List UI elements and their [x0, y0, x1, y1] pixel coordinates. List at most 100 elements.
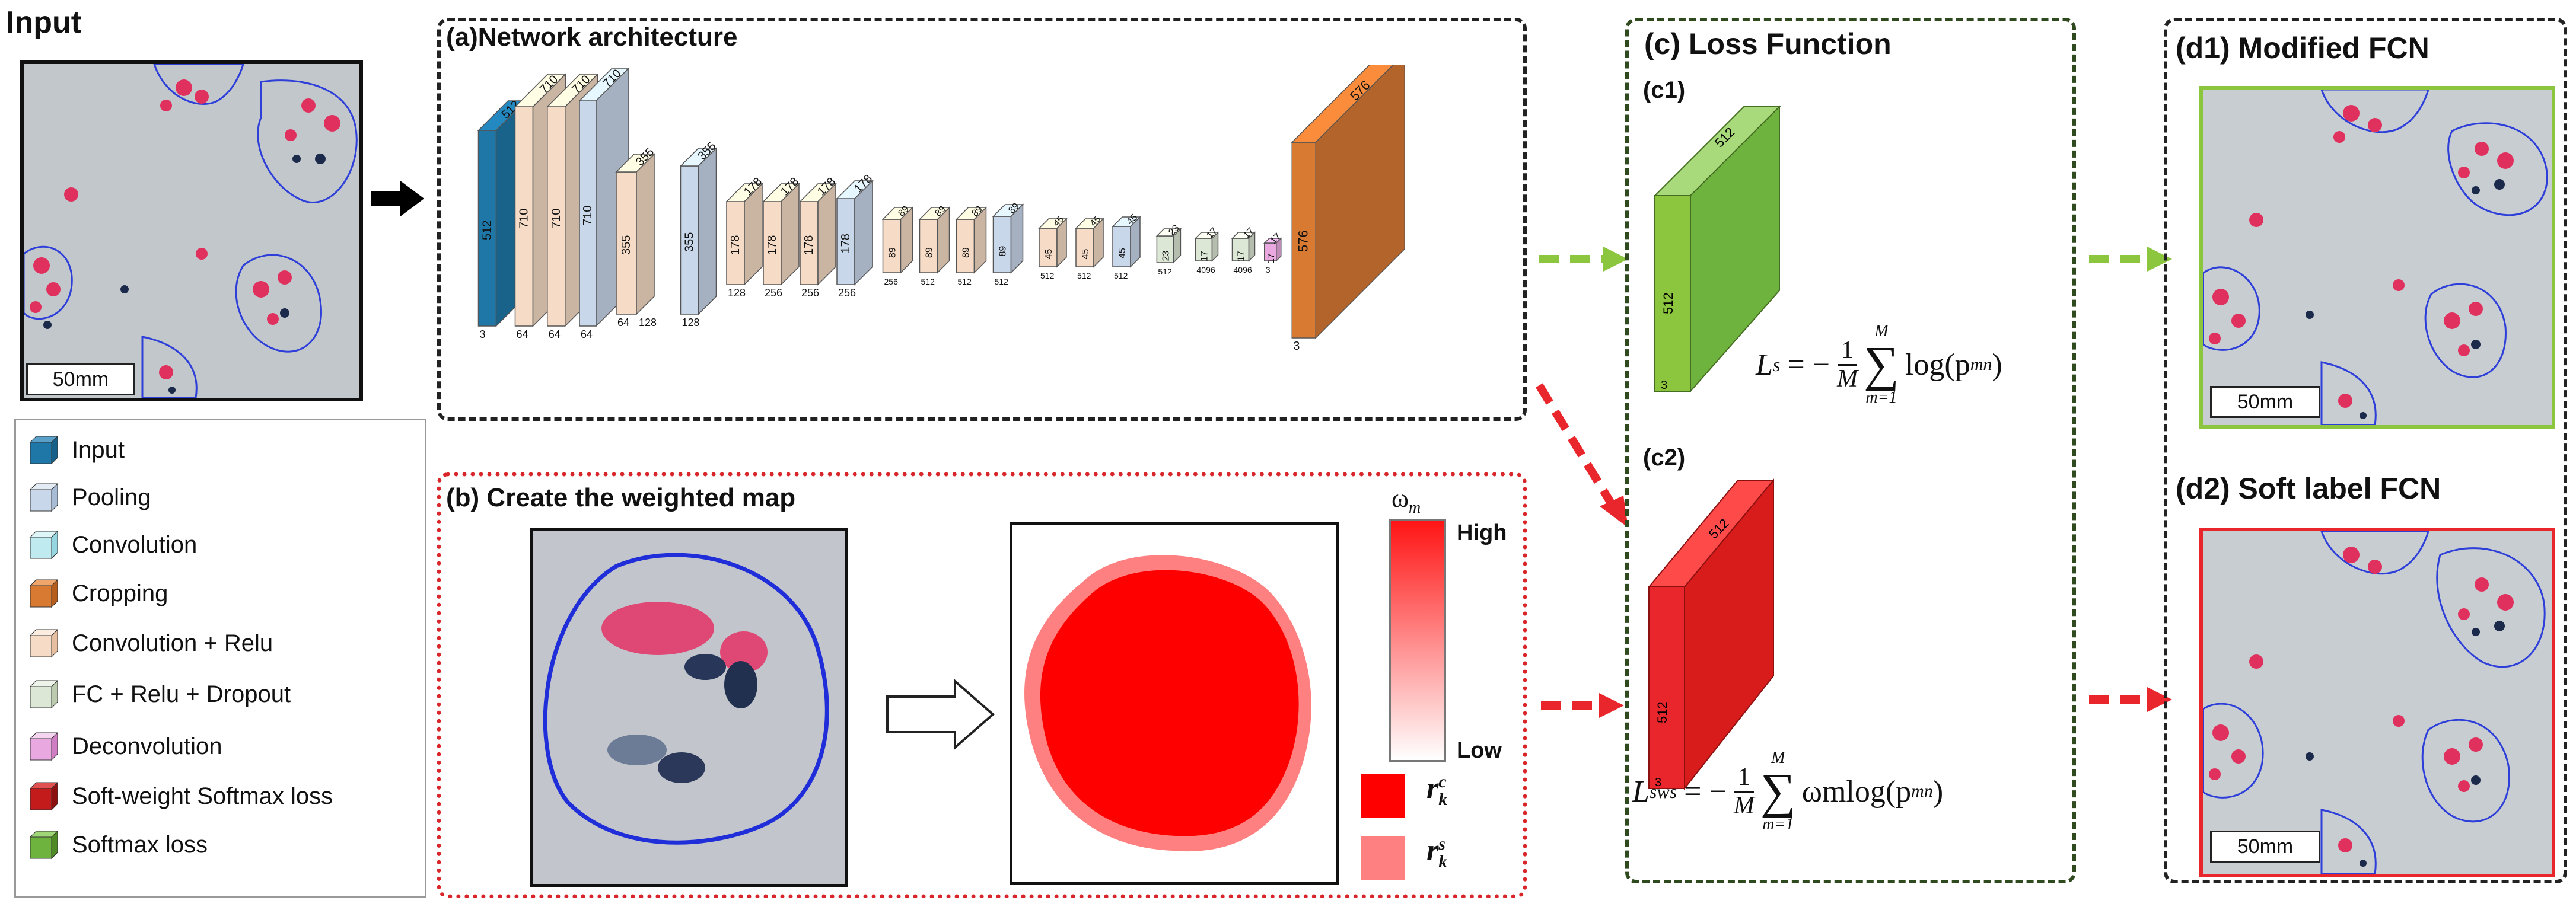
ls-term-sub: mn [1970, 355, 1992, 374]
soft-weight-loss-block: 512 512 3 [1647, 478, 1775, 790]
layer-label-depth: 4096 [1197, 265, 1215, 274]
core-region [1040, 570, 1299, 836]
c2-label: (c2) [1643, 445, 1686, 471]
layer-label-depth: 512 [1158, 267, 1172, 276]
layer-label-depth: 128 [682, 317, 700, 328]
input-scalebar: 50mm [26, 363, 135, 395]
lsws-equals: = − [1684, 774, 1727, 809]
layer-label-depth: 512 [995, 277, 1009, 286]
ls-frac-den: M [1837, 365, 1858, 392]
input-image-content [24, 64, 359, 398]
layer-label-side: 178 [729, 235, 742, 255]
green-arrow-c1-to-d1 [2089, 244, 2172, 277]
modified-fcn-output-content [2203, 90, 2552, 425]
pooling-block-icon [29, 483, 59, 512]
soft-label-fcn-output-image: 50mm [2199, 528, 2555, 877]
rs-sup: s [1438, 834, 1445, 854]
ls-lhs: L [1756, 347, 1773, 382]
layer-label-depth: 256 [838, 287, 856, 299]
omega-label: ωm [1392, 484, 1421, 517]
softmax-loss-block: 512 512 3 [1653, 105, 1781, 393]
cell-closeup-content [533, 531, 845, 884]
layer-label-depth: 64 [617, 317, 629, 328]
layer-label-side: 89 [888, 247, 898, 258]
rc-swatch [1361, 774, 1405, 818]
layer-label-depth: 256 [884, 277, 899, 286]
legend-item-soft-weight-loss: Soft-weight Softmax loss [28, 778, 333, 814]
layer-label-side: 45 [1117, 248, 1128, 258]
green-arrow-a-to-c1 [1539, 244, 1628, 277]
layer-label-side: 512 [481, 221, 494, 240]
network-architecture-panel [437, 18, 1527, 421]
legend-item-pooling: Pooling [28, 480, 151, 515]
layer-label-depth: 64 [517, 328, 528, 340]
lsws-term-close: ) [1932, 774, 1944, 809]
deconvolution-block-icon [29, 732, 59, 761]
lsws-term-sub: mn [1911, 781, 1933, 801]
modified-fcn-output-image: 50mm [2199, 86, 2555, 429]
soft-weight-loss-block-icon [29, 781, 59, 811]
layer-label-depth: 256 [765, 287, 782, 299]
d1-scalebar: 50mm [2210, 386, 2320, 418]
weighted-map-content [1024, 555, 1311, 852]
convolution-block-icon [29, 530, 59, 560]
rs-sub: k [1438, 852, 1448, 872]
ls-term-close: ) [1992, 347, 2002, 382]
layer-label-side: 89 [925, 247, 935, 258]
layer-label-depth: 64 [581, 328, 593, 340]
legend-label: Softmax loss [72, 831, 208, 858]
weighted-map-panel [437, 472, 1527, 898]
rc-sub: k [1438, 790, 1448, 810]
lsws-frac-num: 1 [1734, 764, 1754, 793]
loss-function-title: (c) Loss Function [1644, 27, 1892, 60]
d1-title: (d1) Modified FCN [2176, 31, 2429, 65]
input-image: 50mm [20, 60, 363, 401]
legend-label: Pooling [72, 484, 151, 510]
softmax-loss-block-icon [29, 830, 59, 860]
c1-depth-label: 3 [1661, 379, 1667, 392]
fc-block-icon [29, 679, 59, 709]
lsws-sum-top: M [1771, 749, 1785, 767]
layer-label-depth: 256 [801, 287, 819, 299]
red-arrow-c2-to-d2 [2089, 685, 2172, 717]
legend-label: FC + Relu + Dropout [72, 681, 291, 707]
legend-label: Deconvolution [72, 733, 222, 759]
layer-label-depth: 3 [1266, 265, 1271, 274]
layer-label-side: 710 [518, 209, 531, 228]
red-arrow-b-to-c2 [1541, 691, 1624, 723]
legend-item-input: Input [28, 432, 125, 468]
layer-label-side: 45 [1044, 249, 1054, 260]
rs-swatch [1361, 836, 1405, 880]
legend-label: Convolution [72, 531, 198, 558]
input-to-network-arrow [371, 181, 424, 216]
lsws-sum-bottom: m=1 [1762, 815, 1794, 834]
lsws-lhs-sub: sws [1649, 780, 1677, 802]
layer-label-side: 89 [998, 246, 1008, 257]
layer-label-side: 89 [961, 247, 972, 258]
layer-label-side: 355 [620, 235, 633, 255]
layer-label-depth: 64 [549, 328, 561, 340]
legend-item-convolution: Convolution [28, 527, 197, 563]
d2-title: (d2) Soft label FCN [2176, 472, 2441, 505]
network-architecture-title: (a)Network architecture [446, 23, 738, 52]
layer-label-depth: 512 [1114, 271, 1128, 280]
legend-label: Input [72, 436, 125, 463]
ls-term: log(p [1905, 347, 1970, 382]
